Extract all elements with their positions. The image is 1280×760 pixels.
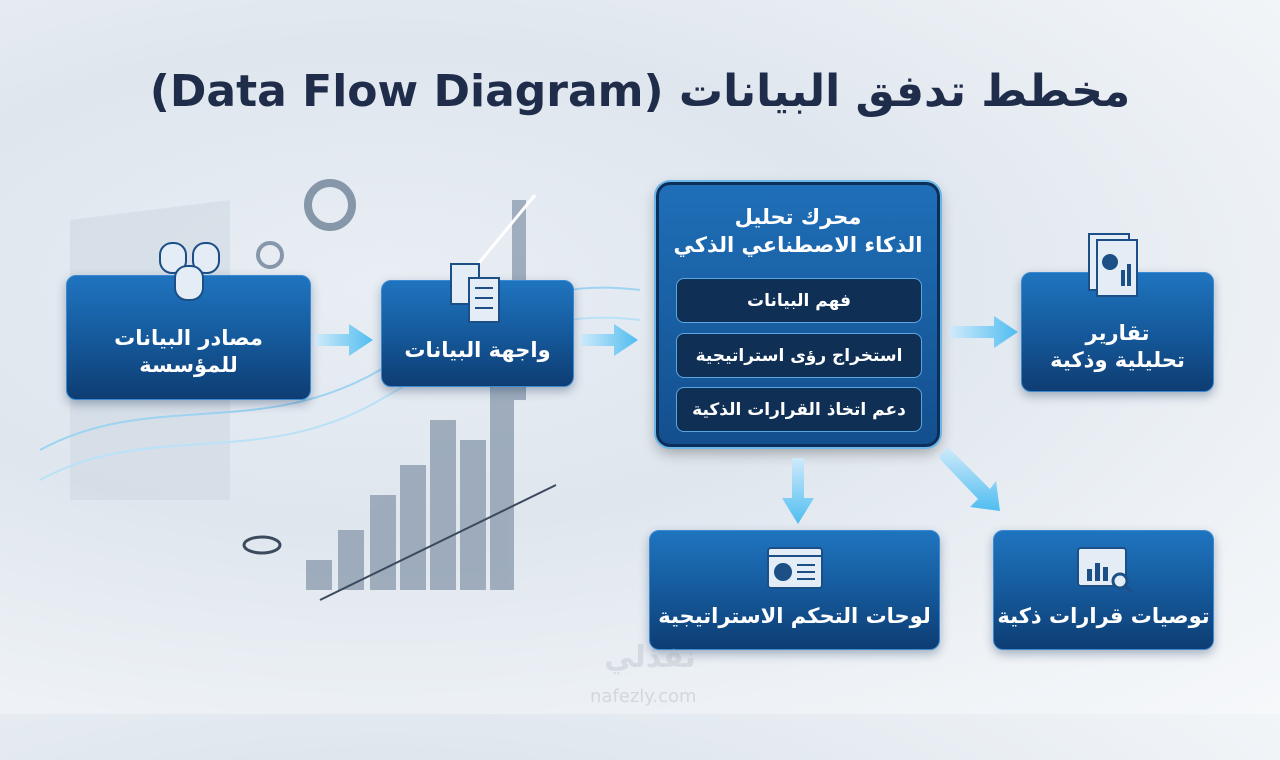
page-title: مخطط تدفق البيانات (Data Flow Diagram) xyxy=(149,66,1131,117)
engine-item: دعم اتخاذ القرارات الذكية xyxy=(676,387,922,432)
engine-title-1: محرك تحليل xyxy=(734,205,862,229)
node-reports: تقارير تحليلية وذكية xyxy=(1021,272,1214,392)
node-ai-engine: محرك تحليل الذكاء الاصطناعي الذكي فهم ال… xyxy=(656,182,940,447)
data-sources-label-2: للمؤسسة xyxy=(139,352,238,377)
documents-icon xyxy=(450,263,500,323)
watermark-site: nafezly.com xyxy=(590,686,697,707)
arrow-sources-to-interface xyxy=(315,324,373,356)
node-recommendations: توصيات قرارات ذكية xyxy=(993,530,1214,650)
engine-title-2: الذكاء الاصطناعي الذكي xyxy=(673,233,923,257)
watermark-logo: نفذلي xyxy=(604,640,696,675)
reports-label-1: تقارير xyxy=(1085,321,1150,345)
data-sources-label-1: مصادر البيانات xyxy=(114,325,263,350)
arrow-engine-to-dashboards xyxy=(782,458,814,524)
arrow-engine-to-reports xyxy=(950,316,1018,348)
report-icon xyxy=(1088,233,1138,297)
background-chart-illustration xyxy=(39,179,640,601)
database-icon xyxy=(159,242,220,301)
data-interface-label: واجهة البيانات xyxy=(404,338,551,362)
reports-label-2: تحليلية وذكية xyxy=(1050,348,1185,372)
engine-item: فهم البيانات xyxy=(676,278,922,323)
engine-item: استخراج رؤى استراتيجية xyxy=(676,333,922,378)
recommendations-label: توصيات قرارات ذكية xyxy=(997,603,1210,628)
dashboard-icon xyxy=(767,547,823,589)
dashboards-label: لوحات التحكم الاستراتيجية xyxy=(658,603,931,628)
arrow-interface-to-engine xyxy=(580,324,638,356)
arrow-engine-to-recommendations xyxy=(940,447,1000,511)
analytics-icon xyxy=(1077,547,1133,593)
node-data-interface: واجهة البيانات xyxy=(381,280,574,387)
